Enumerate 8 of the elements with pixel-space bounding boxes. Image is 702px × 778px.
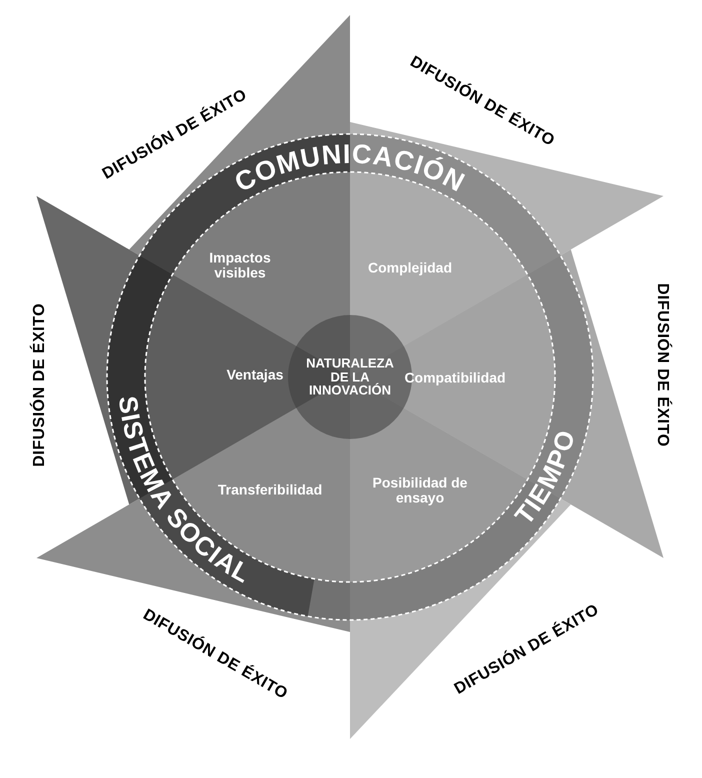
sector-label: Ventajas xyxy=(200,368,310,382)
sector-label: Compatibilidad xyxy=(398,370,512,386)
outer-label: DIFUSIÓN DE ÉXITO xyxy=(31,303,49,467)
outer-label: DIFUSIÓN DE ÉXITO xyxy=(653,283,671,447)
sector-label: Complejidad xyxy=(350,260,470,276)
sector-label: Transferibilidad xyxy=(205,482,335,498)
sector-label: Posibilidad de ensayo xyxy=(372,475,468,505)
sector-label: Impactos visibles xyxy=(185,250,295,280)
